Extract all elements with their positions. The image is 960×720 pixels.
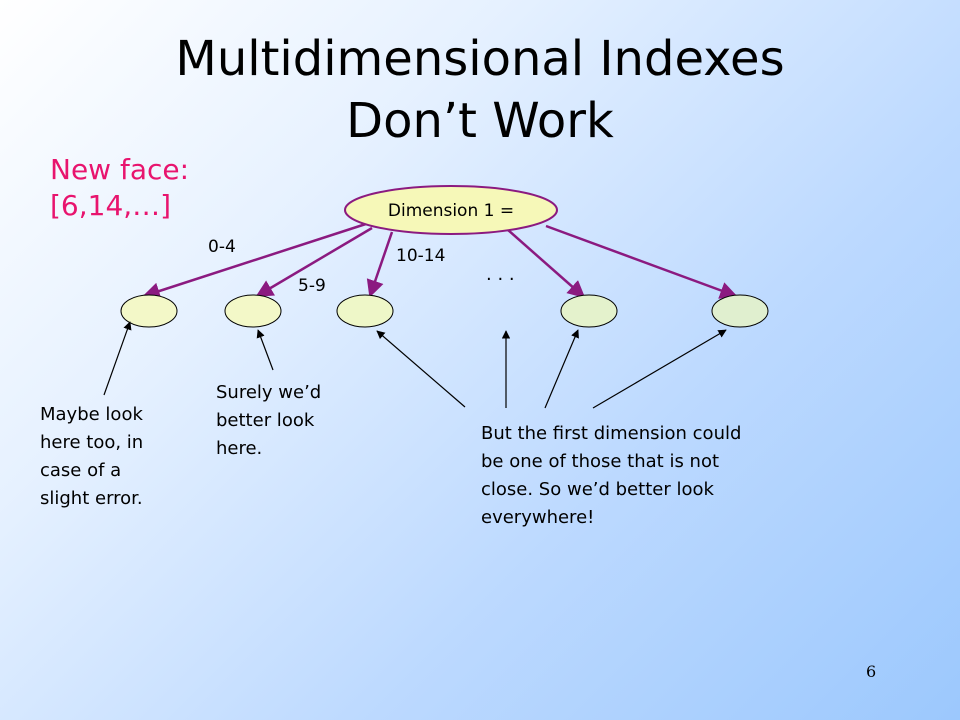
new-face-label: New face: [6,14,…] [50, 152, 189, 224]
note-right: But the first dimension could be one of … [481, 420, 741, 532]
title-line-2: Don’t Work [346, 93, 614, 149]
root-node [344, 185, 558, 235]
pointer-middle [256, 329, 274, 371]
range-label-10-14: 10-14 [396, 246, 446, 266]
note-middle-line: here. [216, 438, 263, 459]
child-node-1 [120, 294, 178, 328]
pointer-left [103, 321, 132, 396]
child-node-5 [711, 294, 769, 328]
root-label: Dimension 1 = [388, 201, 514, 221]
note-middle-line: Surely we’d [216, 382, 322, 403]
note-left-line: case of a [40, 460, 122, 481]
new-face-line-1: New face: [50, 153, 190, 186]
edge-10-14 [366, 231, 394, 298]
child-node-2 [224, 294, 282, 328]
edge-5-9 [255, 226, 373, 298]
pointer-right-4 [592, 329, 727, 409]
child-node-4 [560, 294, 618, 328]
note-left: Maybe look here too, in case of a slight… [40, 401, 143, 513]
edge-0-4 [142, 220, 373, 300]
note-right-line: close. So we’d better look [481, 479, 714, 500]
note-right-line: everywhere! [481, 507, 595, 528]
range-label-0-4: 0-4 [208, 237, 236, 257]
note-left-line: here too, in [40, 432, 144, 453]
note-middle-line: better look [216, 410, 315, 431]
pointer-right-1 [376, 330, 466, 408]
edge-4 [507, 229, 586, 299]
note-right-line: be one of those that is not [481, 451, 720, 472]
ellipsis-label: . . . [486, 264, 515, 285]
slide-title: Multidimensional Indexes Don’t Work [0, 28, 960, 152]
note-middle: Surely we’d better look here. [216, 379, 321, 463]
note-left-line: slight error. [40, 488, 143, 509]
note-right-line: But the first dimension could [481, 423, 742, 444]
new-face-line-2: [6,14,…] [50, 189, 172, 222]
title-line-1: Multidimensional Indexes [175, 31, 785, 87]
note-left-line: Maybe look [40, 404, 143, 425]
child-node-3 [336, 294, 394, 328]
range-label-5-9: 5-9 [298, 276, 326, 296]
edge-5 [545, 224, 738, 299]
page-number: 6 [866, 662, 877, 681]
pointer-right-3 [544, 329, 579, 409]
